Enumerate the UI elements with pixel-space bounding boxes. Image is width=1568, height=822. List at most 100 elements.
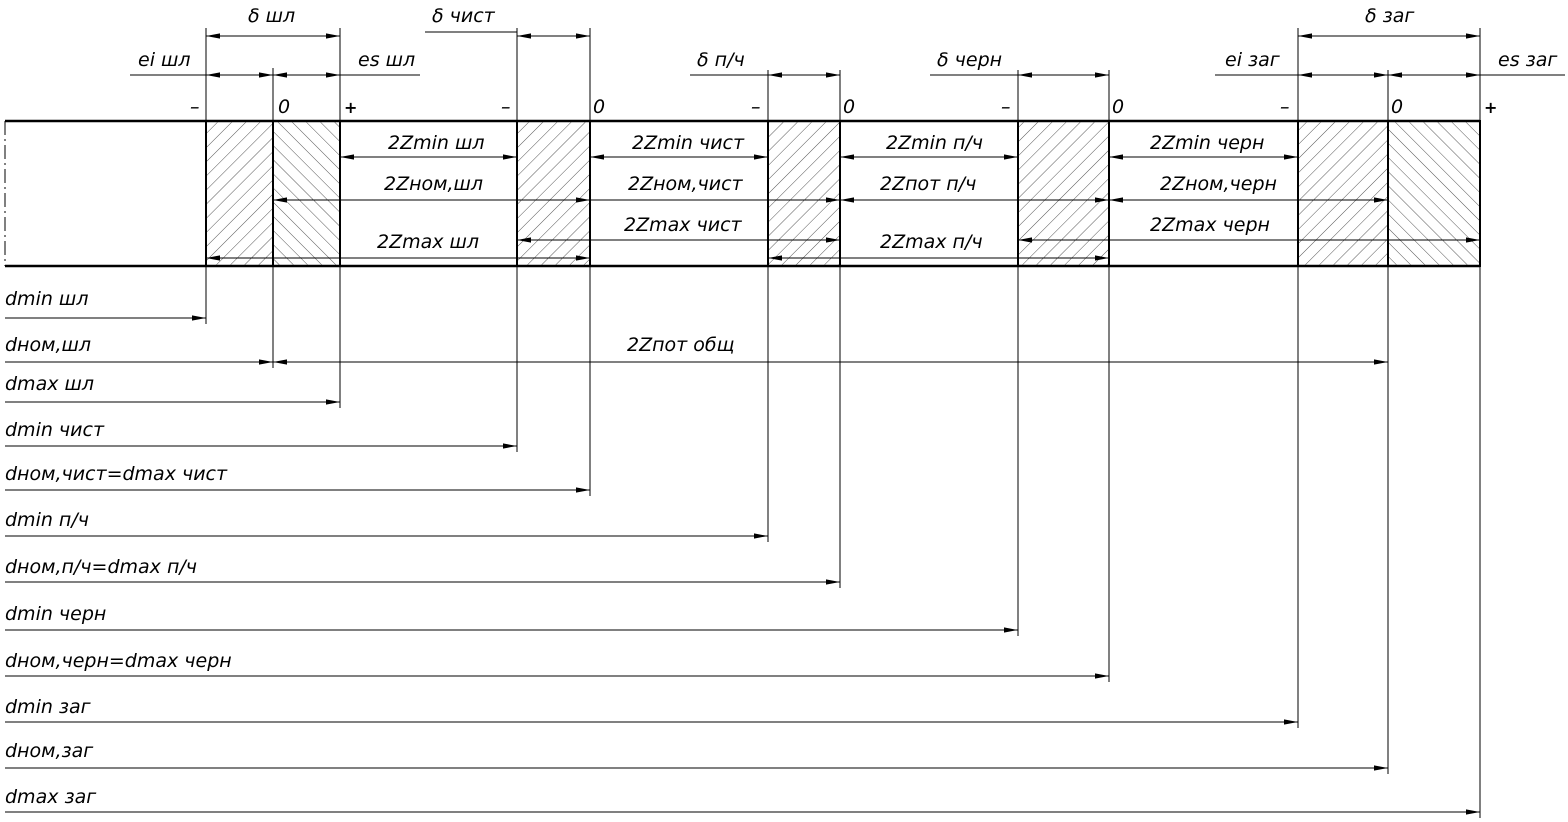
arrowhead (576, 33, 590, 39)
label-zmin-chern: 2Zmin черн (1150, 132, 1264, 154)
label-es-zag: es заг (1498, 49, 1558, 71)
arrowhead (1284, 154, 1298, 160)
tolerance-zone-zag-lower (1297, 120, 1389, 267)
arrowhead (273, 72, 287, 78)
arrowhead (1374, 765, 1388, 771)
arrowhead (768, 255, 782, 261)
sign-minus: – (1001, 96, 1011, 118)
arrowhead (826, 579, 840, 585)
arrowhead (1388, 72, 1402, 78)
label-dmax-shl: dmax шл (5, 373, 94, 395)
arrowhead (754, 533, 768, 539)
arrowhead (259, 72, 273, 78)
label-znom-pch: 2Zпот п/ч (880, 173, 976, 195)
label-dmin-chern: dmin черн (5, 603, 106, 625)
label-dmax-zag: dmax заг (5, 786, 97, 808)
arrowhead (273, 359, 287, 365)
allowance-dimension-lines (206, 154, 1480, 261)
label-es-shl: es шл (358, 49, 415, 71)
sign-zero: 0 (843, 96, 855, 118)
arrowhead (1109, 154, 1123, 160)
label-znom-shl: 2Zном,шл (384, 173, 483, 195)
sign-minus: – (751, 96, 761, 118)
label-delta-pch: δ п/ч (697, 49, 745, 71)
tolerance-zone-chist (516, 120, 591, 267)
arrowhead (576, 255, 590, 261)
label-znom-chist: 2Zном,чист (628, 173, 744, 195)
label-delta-chist: δ чист (432, 5, 496, 27)
arrowhead (826, 197, 840, 203)
label-delta-zag: δ заг (1365, 5, 1415, 27)
arrowhead (754, 154, 768, 160)
arrowhead (326, 399, 340, 405)
arrowhead (517, 33, 531, 39)
diameter-dimension-lines (5, 315, 1480, 815)
arrowhead (1466, 237, 1480, 243)
sign-zero: 0 (593, 96, 605, 118)
sign-zero: 0 (1391, 96, 1403, 118)
label-ei-shl: ei шл (138, 49, 191, 71)
extension-lines-bottom (205, 266, 1481, 818)
arrowhead (840, 154, 854, 160)
arrowhead (206, 72, 220, 78)
label-zmax-pch: 2Zmax п/ч (880, 231, 983, 253)
arrowhead (1466, 809, 1480, 815)
arrowhead (590, 154, 604, 160)
arrowhead (1466, 33, 1480, 39)
arrowhead (1018, 72, 1032, 78)
label-dmin-chist: dmin чист (5, 419, 105, 441)
allowance-labels: 2Zmin шл 2Zном,шл 2Zmax шл 2Zmin чист 2Z… (377, 132, 1277, 356)
arrowhead (1095, 255, 1109, 261)
label-zmin-chist: 2Zmin чист (632, 132, 745, 154)
arrowhead (326, 72, 340, 78)
label-dnom-chist: dном,чист=dmax чист (5, 463, 228, 485)
arrowhead (826, 72, 840, 78)
top-label-leaders (130, 31, 1565, 76)
arrowhead (517, 237, 531, 243)
sign-minus: – (1280, 96, 1290, 118)
tolerance-zone-shl-lower (205, 120, 274, 267)
sign-plus: + (344, 98, 357, 117)
arrowhead (1284, 719, 1298, 725)
sign-zero: 0 (278, 96, 290, 118)
arrowhead (1095, 197, 1109, 203)
arrowhead (503, 154, 517, 160)
label-znom-chern: 2Zном,черн (1160, 173, 1277, 195)
top-labels: δ шл δ чист δ п/ч δ черн δ заг ei шл es … (138, 5, 1558, 71)
arrowhead (1374, 359, 1388, 365)
label-dnom-chern: dном,черн=dmax черн (5, 650, 232, 672)
arrowhead (259, 359, 273, 365)
arrowhead (206, 255, 220, 261)
arrowhead (1298, 33, 1312, 39)
label-dmin-zag: dmin заг (5, 696, 92, 718)
arrowhead (206, 33, 220, 39)
arrowhead (576, 197, 590, 203)
label-zmax-chist: 2Zmax чист (624, 214, 743, 236)
label-dnom-pch: dном,п/ч=dmax п/ч (5, 556, 197, 578)
label-znom-total: 2Zпот общ (627, 334, 735, 356)
arrowhead (1095, 673, 1109, 679)
arrowhead (1374, 197, 1388, 203)
arrowhead (340, 154, 354, 160)
arrowhead (576, 487, 590, 493)
sign-minus: – (501, 96, 511, 118)
tolerance-zone-chern (1017, 120, 1110, 267)
sign-zero: 0 (1112, 96, 1124, 118)
arrowhead (326, 33, 340, 39)
arrowhead (1095, 72, 1109, 78)
arrowhead (1004, 627, 1018, 633)
deviation-signs: – 0 + – 0 – 0 – 0 – 0 + (190, 96, 1497, 118)
arrowhead (826, 237, 840, 243)
label-dnom-zag: dном,заг (5, 740, 94, 762)
arrowhead (273, 197, 287, 203)
arrowhead (1109, 197, 1123, 203)
label-zmax-shl: 2Zmax шл (377, 231, 479, 253)
label-dmin-pch: dmin п/ч (5, 509, 89, 531)
arrowhead (192, 315, 206, 321)
arrowhead (1018, 237, 1032, 243)
tolerance-zone-zag-upper (1387, 120, 1481, 267)
arrowhead (1374, 72, 1388, 78)
arrowhead (1466, 72, 1480, 78)
arrowhead (1004, 154, 1018, 160)
